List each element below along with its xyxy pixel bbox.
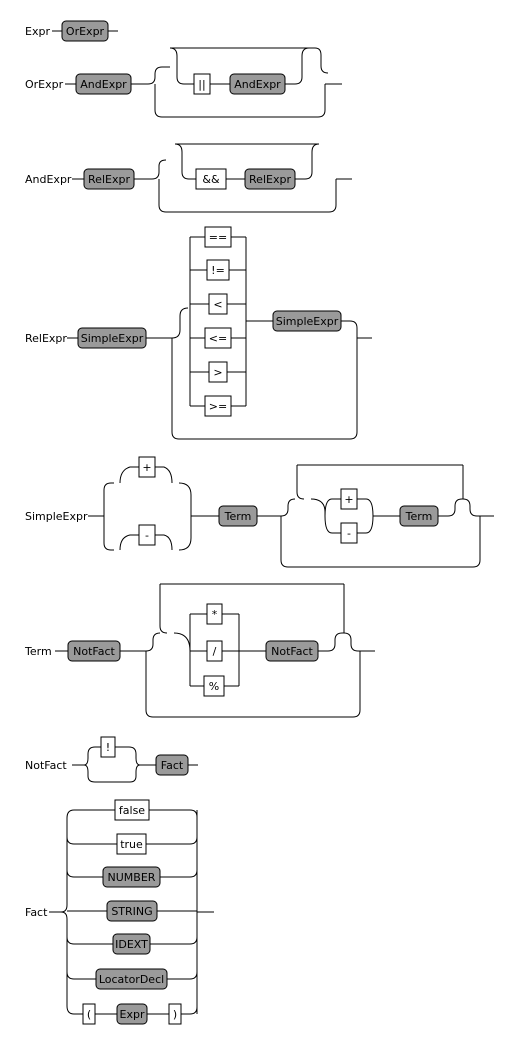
svg-text:-: - — [145, 529, 149, 542]
svg-text:==: == — [209, 231, 227, 244]
svg-text:/: / — [213, 645, 217, 658]
terminal-and-operator[interactable]: && — [195, 168, 227, 190]
svg-text:AndExpr: AndExpr — [80, 78, 127, 91]
svg-text:STRING: STRING — [111, 905, 152, 918]
nonterminal-not-fact[interactable]: NotFact — [67, 640, 121, 662]
nonterminal-not-fact-loop[interactable]: NotFact — [265, 640, 319, 662]
terminal-divide[interactable]: / — [206, 640, 223, 662]
svg-text:AndExpr: AndExpr — [234, 78, 281, 91]
terminal-close-paren[interactable]: ) — [168, 1003, 182, 1025]
terminal-or-operator[interactable]: || — [193, 73, 211, 95]
svg-text:LocatorDecl: LocatorDecl — [99, 973, 164, 986]
rule-label-not-fact: NotFact — [25, 759, 67, 772]
svg-text:+: + — [344, 493, 353, 506]
terminal-multiply[interactable]: * — [206, 603, 223, 625]
svg-text:RelExpr: RelExpr — [88, 173, 130, 186]
rule-simple-expr: SimpleExpr + - Term + — [25, 456, 494, 568]
svg-text:NotFact: NotFact — [73, 645, 115, 658]
terminal-not-equals[interactable]: != — [206, 259, 230, 281]
svg-text:Term: Term — [224, 510, 252, 523]
nonterminal-simple-expr-right[interactable]: SimpleExpr — [272, 310, 342, 332]
svg-text:%: % — [209, 680, 219, 693]
nonterminal-number[interactable]: NUMBER — [102, 866, 161, 888]
nonterminal-or-expr[interactable]: OrExpr — [61, 20, 109, 42]
nonterminal-simple-expr[interactable]: SimpleExpr — [77, 327, 147, 349]
nonterminal-term-loop[interactable]: Term — [399, 505, 439, 527]
nonterminal-rel-expr-repeat[interactable]: RelExpr — [244, 168, 296, 190]
svg-text:!=: != — [211, 264, 225, 277]
svg-text:): ) — [173, 1008, 177, 1021]
nonterminal-and-expr[interactable]: AndExpr — [75, 73, 132, 95]
svg-text:IDEXT: IDEXT — [115, 938, 148, 951]
svg-text:+: + — [142, 461, 151, 474]
rule-fact: Fact false true NUMBER — [25, 799, 214, 1025]
rule-label-simple-expr: SimpleExpr — [25, 510, 88, 523]
terminal-plus-loop[interactable]: + — [340, 488, 358, 510]
svg-text:&&: && — [202, 173, 220, 186]
terminal-true[interactable]: true — [116, 833, 147, 855]
rule-term: Term NotFact * / % — [24, 583, 375, 718]
svg-text:(: ( — [87, 1008, 91, 1021]
nonterminal-idext[interactable]: IDEXT — [112, 933, 151, 955]
svg-text:||: || — [198, 78, 205, 91]
svg-text:>=: >= — [209, 400, 227, 413]
svg-text:Fact: Fact — [161, 759, 184, 772]
terminal-modulo[interactable]: % — [203, 675, 225, 697]
terminal-greater-equal[interactable]: >= — [204, 395, 232, 417]
terminal-minus-loop[interactable]: - — [340, 522, 358, 544]
rule-label-term: Term — [24, 645, 52, 658]
rule-not-fact: NotFact ! Fact — [25, 736, 198, 783]
rule-or-expr: OrExpr AndExpr || AndExpr — [25, 47, 342, 118]
terminal-not[interactable]: ! — [100, 736, 116, 758]
terminal-equals[interactable]: == — [204, 226, 232, 248]
terminal-false[interactable]: false — [114, 799, 150, 821]
rule-and-expr: AndExpr RelExpr && RelExpr — [25, 143, 352, 213]
rule-label-fact: Fact — [25, 906, 48, 919]
svg-text:SimpleExpr: SimpleExpr — [276, 315, 339, 328]
nonterminal-expr[interactable]: Expr — [116, 1003, 148, 1025]
rule-label-and-expr: AndExpr — [25, 173, 72, 186]
nonterminal-and-expr-repeat[interactable]: AndExpr — [229, 73, 286, 95]
nonterminal-string[interactable]: STRING — [106, 900, 158, 922]
svg-text:OrExpr: OrExpr — [66, 25, 105, 38]
svg-text:Term: Term — [405, 510, 433, 523]
rule-label-expr: Expr — [25, 25, 50, 38]
terminal-plus-prefix[interactable]: + — [138, 456, 156, 478]
svg-text:SimpleExpr: SimpleExpr — [81, 332, 144, 345]
svg-text:RelExpr: RelExpr — [249, 173, 291, 186]
svg-text:<: < — [213, 298, 222, 311]
nonterminal-rel-expr[interactable]: RelExpr — [83, 168, 135, 190]
svg-text:NUMBER: NUMBER — [108, 871, 156, 884]
terminal-greater-than[interactable]: > — [208, 361, 228, 383]
terminal-less-equal[interactable]: <= — [204, 327, 232, 349]
svg-text:true: true — [120, 838, 143, 851]
rule-label-rel-expr: RelExpr — [25, 332, 67, 345]
terminal-open-paren[interactable]: ( — [82, 1003, 96, 1025]
terminal-minus-prefix[interactable]: - — [138, 524, 156, 546]
svg-text:!: ! — [106, 741, 110, 754]
svg-text:>: > — [213, 366, 222, 379]
svg-text:NotFact: NotFact — [271, 645, 313, 658]
terminal-less-than[interactable]: < — [208, 293, 228, 315]
svg-text:false: false — [119, 804, 145, 817]
rule-label-or-expr: OrExpr — [25, 78, 64, 91]
svg-text:-: - — [347, 527, 351, 540]
nonterminal-locator-decl[interactable]: LocatorDecl — [95, 968, 168, 990]
svg-text:Expr: Expr — [120, 1008, 145, 1021]
nonterminal-term[interactable]: Term — [218, 505, 258, 527]
rule-rel-expr: RelExpr SimpleExpr == != < — [25, 226, 372, 440]
svg-text:*: * — [212, 608, 218, 621]
rule-expr: Expr OrExpr — [25, 20, 118, 42]
svg-text:<=: <= — [209, 332, 227, 345]
nonterminal-fact[interactable]: Fact — [155, 754, 189, 776]
